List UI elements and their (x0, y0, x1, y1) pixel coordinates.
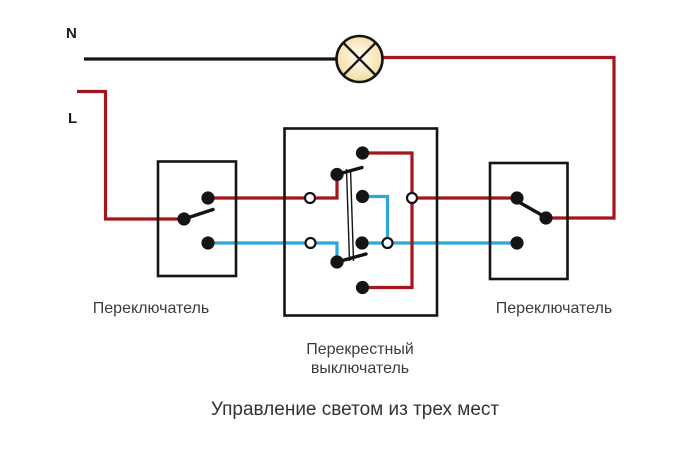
contact-dot (355, 280, 370, 295)
contact-dot (510, 191, 524, 205)
traveler-blue-left-wire (208, 241, 339, 262)
contact-dot (355, 236, 369, 250)
contact-dot (201, 236, 215, 250)
contact-dot (330, 167, 344, 182)
terminal-circle (381, 236, 394, 250)
neutral-label: N (66, 25, 77, 42)
lamp-cross-line (342, 41, 377, 77)
cross-switch-box (283, 127, 439, 317)
lamp-icon (335, 34, 384, 84)
terminal-circle (303, 191, 317, 205)
contact-dot (201, 191, 215, 205)
left-switch-box (156, 160, 238, 278)
contact-dot (330, 255, 344, 269)
contact-dot (355, 189, 370, 204)
traveler-red-internal-wire (362, 151, 414, 290)
terminal-circle (304, 236, 317, 250)
live-feed-wire (77, 89, 184, 221)
traveler-blue-internal-wire (362, 194, 390, 243)
cross-switch-label: Перекрестный выключатель (306, 341, 414, 377)
right-switch-label: Переключатель (495, 300, 613, 317)
contact-dot (539, 211, 553, 225)
cross-switch-link-line (349, 168, 355, 262)
contact-dot (510, 236, 524, 250)
diagram-caption: Управление светом из трех мест (210, 399, 500, 420)
traveler-red-left-wire (208, 174, 339, 200)
live-lamp-return-wire (383, 55, 616, 220)
contact-dot (177, 212, 191, 226)
contact-dot (355, 146, 370, 160)
live-label: L (68, 110, 78, 127)
terminal-circle (405, 191, 419, 205)
right-switch-box (488, 161, 569, 281)
cross-switch-link-line (345, 168, 351, 262)
left-switch-label: Переключатель (92, 300, 210, 317)
